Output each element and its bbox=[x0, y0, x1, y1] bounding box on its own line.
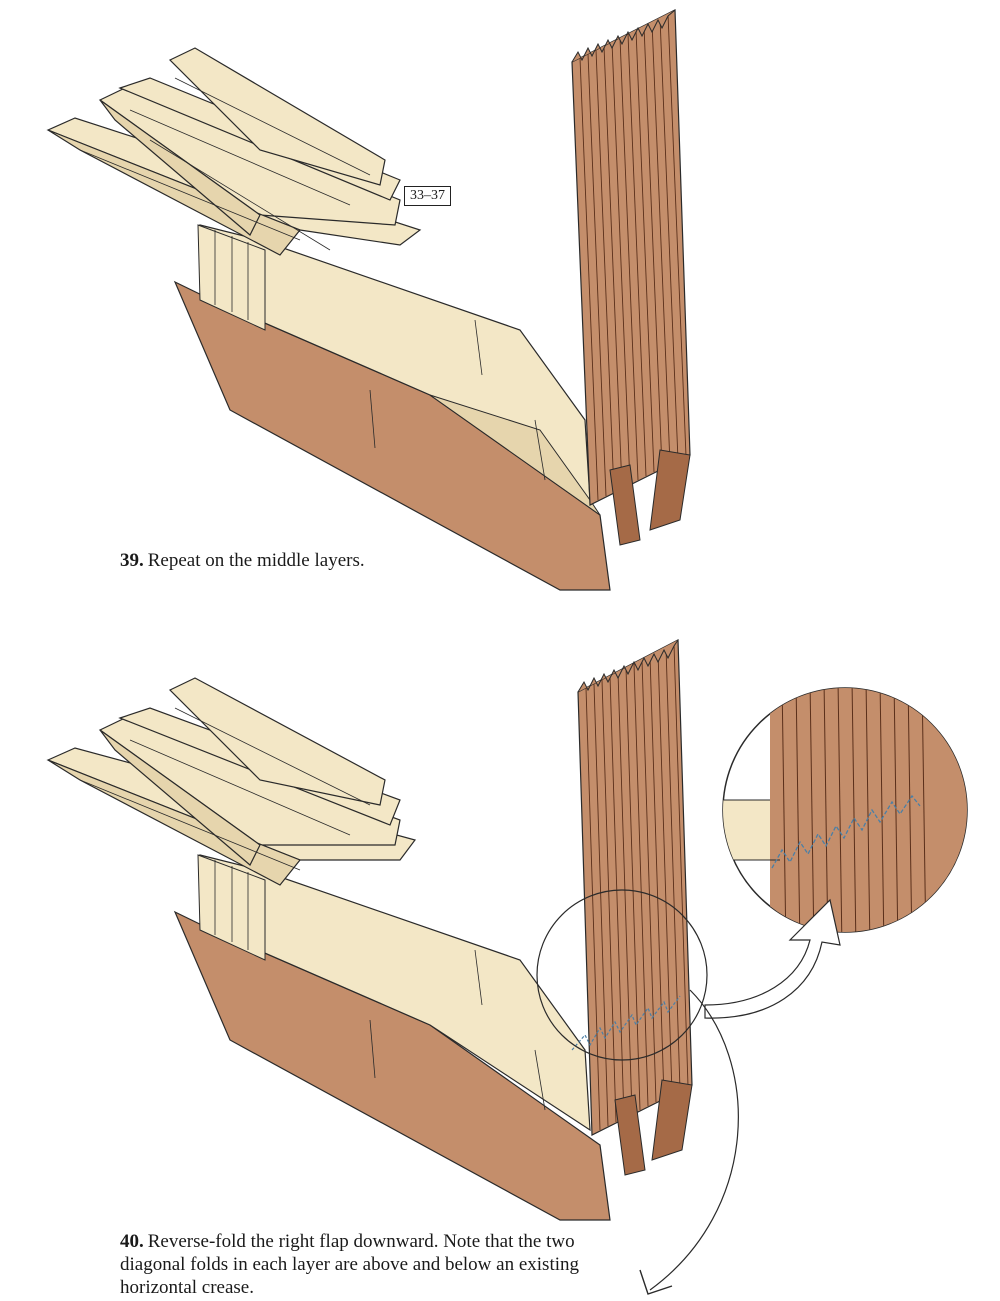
step-40-number: 40. bbox=[120, 1231, 144, 1252]
dashed-crease-line bbox=[571, 995, 681, 1051]
tan-flaps bbox=[46, 47, 422, 256]
step-39-diagram bbox=[46, 9, 691, 591]
step-40-text: Reverse-fold the right flap downward. No… bbox=[120, 1231, 579, 1298]
zoom-arrow bbox=[704, 898, 841, 1019]
tan-flaps bbox=[46, 677, 417, 886]
detail-circle-magnified bbox=[722, 687, 968, 933]
fold-down-arrow bbox=[649, 989, 739, 1291]
step-39-number: 39. bbox=[120, 550, 144, 571]
reference-steps-box: 33–37 bbox=[404, 186, 451, 206]
step-40-caption: 40.Reverse-fold the right flap downward.… bbox=[120, 1230, 580, 1299]
detail-circle-small bbox=[536, 889, 708, 1061]
pleated-column bbox=[571, 639, 693, 1176]
step-39-caption: 39.Repeat on the middle layers. bbox=[120, 549, 720, 572]
step-39-figure: 33–37 39.Repeat on the middle layers. bbox=[0, 0, 1000, 600]
pleated-column bbox=[571, 9, 691, 546]
step-40-diagram bbox=[46, 639, 968, 1295]
step-39-text: Repeat on the middle layers. bbox=[147, 550, 365, 571]
step-40-figure: 40.Reverse-fold the right flap downward.… bbox=[0, 610, 1000, 1301]
